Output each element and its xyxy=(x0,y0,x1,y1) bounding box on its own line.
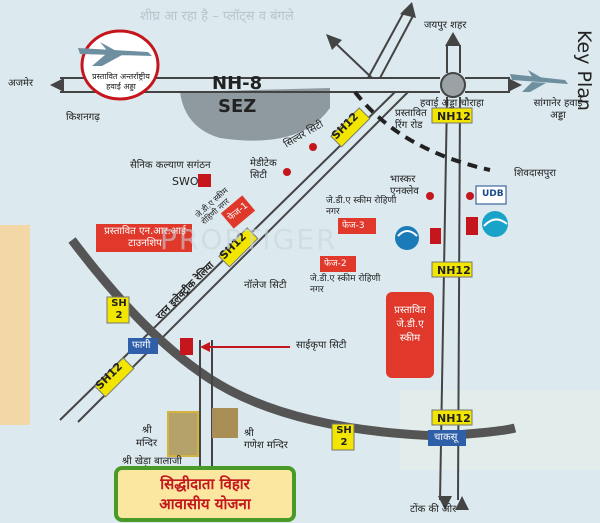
phase3-label: फेज-3 xyxy=(342,221,365,231)
nh8-label: NH-8 xyxy=(212,73,262,94)
ganesh-image xyxy=(212,408,238,438)
tonk-label: टोंक की ओर xyxy=(410,504,457,515)
nri-label: प्रस्तावित एन.आर.आई टाउनशिप xyxy=(104,226,186,249)
fagi-marker xyxy=(128,338,158,354)
nri-box xyxy=(96,224,192,252)
phase2-label: फेज-2 xyxy=(324,259,347,269)
kishangarh-label: किशनगढ़ xyxy=(66,112,100,123)
sez-zone xyxy=(180,88,330,141)
chaksu-marker xyxy=(428,430,466,446)
airport-intl-label: प्रस्तावित अन्तर्राष्ट्रीय हवाई अड्डा xyxy=(92,72,150,91)
chauraha-label: हवाई अड्डा चौराहा xyxy=(420,98,484,109)
proposed-jda-box xyxy=(386,292,434,378)
nh12-shield-c: NH12 xyxy=(437,412,471,425)
swo-label: SWO xyxy=(172,175,199,188)
khera-balaji-label: श्री खेड़ा बालाजी xyxy=(122,456,182,467)
meditech-label: मेडीटेक सिटी xyxy=(250,158,277,181)
knowledge-city-label: नॉलेज सिटी xyxy=(244,280,287,291)
shri-left-label: श्री xyxy=(142,425,152,436)
saikripa-label: साईकृपा सिटी xyxy=(296,340,347,351)
project-box xyxy=(114,466,296,522)
sh2-shield-b: SH 2 xyxy=(336,425,352,448)
nh12-shield-b: NH12 xyxy=(437,264,471,277)
proposed-jda-label: प्रस्तावित जे.डी.ए स्कीम xyxy=(394,305,426,344)
sh2-road xyxy=(68,237,517,441)
udb-label: UDB xyxy=(482,189,504,199)
sanganer-airport-icon xyxy=(510,70,568,92)
shri-right-label: श्री xyxy=(244,428,254,439)
mandir-left-label: मन्दिर xyxy=(136,438,158,449)
udb-logo xyxy=(475,185,507,205)
saikripa-marker xyxy=(180,338,193,355)
ganesh-label: गणेश मन्दिर xyxy=(244,440,288,451)
project-name-line2: आवासीय योजना xyxy=(159,495,251,513)
bhaskar-label: भास्कर एनक्लेव xyxy=(390,174,419,197)
project-name-line1: सिद्धीदाता विहार xyxy=(160,475,250,493)
shivdaspura-label: शिवदासपुरा xyxy=(514,168,556,179)
logo-teal-globe xyxy=(482,211,508,237)
top-banner: शीघ्र आ रहा है – प्लॉट्स व बंगले xyxy=(140,8,294,24)
roundabout xyxy=(440,72,466,98)
left-edge-panel xyxy=(0,225,30,425)
chaksu-label: चाकसू xyxy=(434,432,458,443)
logo-blue-globe xyxy=(395,226,419,250)
shields xyxy=(94,107,473,451)
jda-rohini-label: जे.डी.ए स्कीम रोहिणी नगर xyxy=(326,196,397,217)
sh2-shield-a: SH 2 xyxy=(111,298,127,321)
watermark: PROPTIGER xyxy=(160,223,338,256)
jaipur-label: जयपुर शहर xyxy=(424,20,467,31)
key-plan-label: Key Plan xyxy=(573,30,595,111)
ajmer-label: अजमेर xyxy=(8,78,34,89)
nh12-shield-a: NH12 xyxy=(437,110,471,123)
khera-balaji-image xyxy=(167,411,199,457)
ring-road-proposed xyxy=(353,90,491,172)
ring-road-label: प्रस्तावित रिंग रोड xyxy=(395,108,427,131)
fagi-label: फागी xyxy=(132,340,151,351)
sanganer-label: सांगानेर हवाई अड्डा xyxy=(533,98,583,121)
sainik-label: सैनिक कल्याण सगंठन xyxy=(130,160,211,171)
jda-phase2-label: जे.डी.ए स्कीम रोहिणी नगर xyxy=(310,274,381,295)
airport-intl-icon xyxy=(78,29,160,101)
sez-label: SEZ xyxy=(218,96,256,117)
